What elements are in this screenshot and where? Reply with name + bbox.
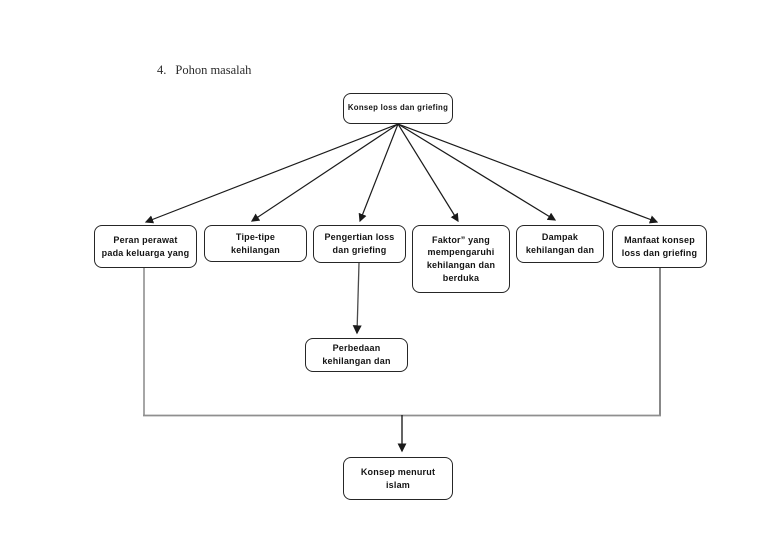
arrow-pengertian-to-perbedaan [352,262,362,335]
arrow-root-to-faktor [397,123,459,223]
diagram-title: 4. Pohon masalah [157,63,251,78]
arrow-root-to-dampak [397,123,557,221]
arrow-root-to-tipe [250,123,399,222]
arrow-root-to-pengertian [358,123,399,223]
node-pengertian-loss-griefing: Pengertian loss dan griefing [313,225,406,263]
node-tipe-tipe-kehilangan: Tipe-tipe kehilangan [204,225,307,262]
arrow-root-to-peran [144,123,399,224]
arrow-root-to-manfaat [397,123,659,224]
node-peran-perawat: Peran perawat pada keluarga yang [94,225,197,268]
node-manfaat-konsep: Manfaat konsep loss dan griefing [612,225,707,268]
list-number: 4. [157,63,167,77]
node-perbedaan-kehilangan: Perbedaan kehilangan dan [305,338,408,372]
title-text: Pohon masalah [175,63,252,77]
node-konsep-menurut-islam: Konsep menurut islam [343,457,453,500]
node-konsep-loss-griefing: Konsep loss dan griefing [343,93,453,124]
node-faktor-mempengaruhi: Faktor” yang mempengaruhi kehilangan dan… [412,225,510,293]
node-dampak-kehilangan: Dampak kehilangan dan [516,225,604,263]
